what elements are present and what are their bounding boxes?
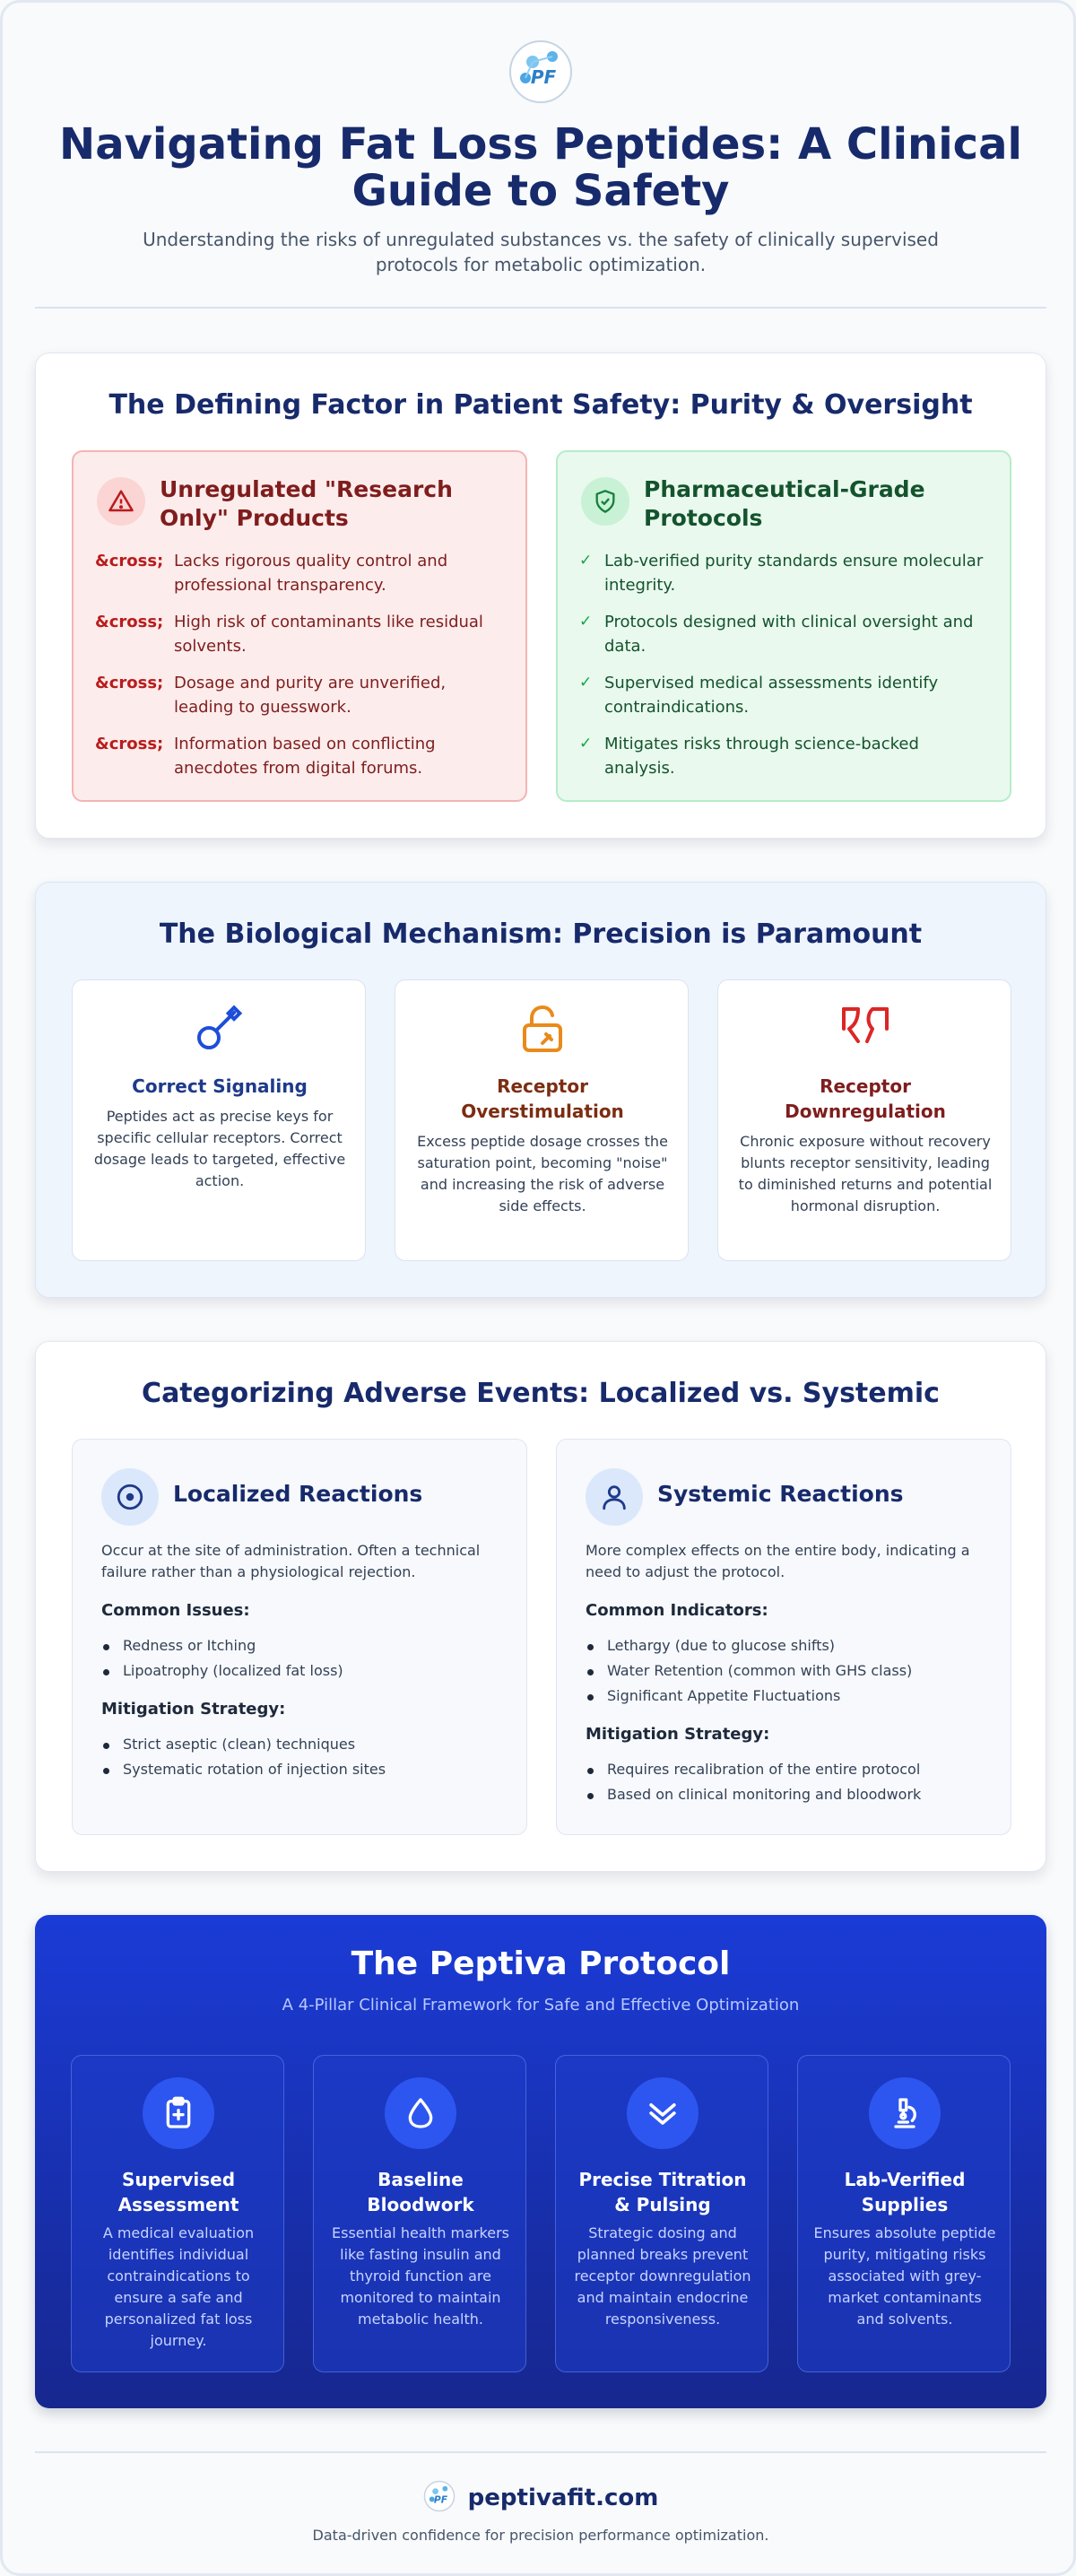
- mechanism-card-overstimulation: Receptor Overstimulation Excess peptide …: [395, 979, 689, 1261]
- brand-link[interactable]: peptivafit.com: [467, 2485, 659, 2511]
- adverse-section-title: Categorizing Adverse Events: Localized v…: [142, 1378, 940, 1409]
- list-item: Significant Appetite Fluctuations: [586, 1685, 989, 1710]
- mechanism-card-desc: Chronic exposure without recovery blunts…: [738, 1133, 993, 1214]
- check-mark: ✓: [579, 735, 593, 753]
- pharma-list: ✓Lab-verified purity standards ensure mo…: [579, 549, 992, 793]
- list-item: ✓Protocols designed with clinical oversi…: [579, 610, 992, 671]
- pillar-baseline-bloodwork: Baseline Bloodwork Essential health mark…: [313, 2055, 526, 2372]
- list-item: &cross;Dosage and purity are unverified,…: [95, 671, 508, 732]
- pillar-title: Precise Titration & Pulsing: [578, 2169, 747, 2215]
- systemic-title: Systemic Reactions: [657, 1481, 904, 1507]
- pillar-precise-titration: Precise Titration & Pulsing Strategic do…: [555, 2055, 768, 2372]
- localized-issues-heading: Common Issues:: [101, 1601, 250, 1620]
- list-item: &cross;High risk of contaminants like re…: [95, 610, 508, 671]
- person-icon: [586, 1468, 643, 1526]
- cross-mark: &cross;: [95, 552, 164, 570]
- peptivafit-logo-small: PF: [423, 2480, 456, 2516]
- pillar-title: Baseline Bloodwork: [367, 2169, 474, 2215]
- mechanism-section: The Biological Mechanism: Precision is P…: [35, 882, 1046, 1298]
- unlocked-lock-icon: [516, 1002, 569, 1056]
- mechanism-card-downregulation: Receptor Downregulation Chronic exposure…: [717, 979, 1011, 1261]
- mechanism-card-title: Receptor Downregulation: [785, 1075, 946, 1122]
- adverse-events-section: Categorizing Adverse Events: Localized v…: [35, 1341, 1046, 1872]
- double-chevron-down-icon: [627, 2077, 699, 2149]
- pharma-card: Pharmaceutical-Grade Protocols ✓Lab-veri…: [556, 450, 1011, 802]
- list-item: &cross;Information based on conflicting …: [95, 732, 508, 793]
- systemic-mitigation-list: Requires recalibration of the entire pro…: [586, 1759, 989, 1809]
- pillar-desc: Strategic dosing and planned breaks prev…: [574, 2224, 751, 2328]
- protocol-subtitle: A 4-Pillar Clinical Framework for Safe a…: [282, 1996, 800, 2015]
- target-icon: [101, 1468, 159, 1526]
- mechanism-card-desc: Peptides act as precise keys for specifi…: [93, 1108, 346, 1189]
- cross-mark: &cross;: [95, 674, 164, 692]
- broken-receptor-icon: [838, 1002, 892, 1056]
- list-item: Strict aseptic (clean) techniques: [101, 1734, 505, 1759]
- page-subtitle: Understanding the risks of unregulated s…: [143, 229, 939, 275]
- pillar-desc: Ensures absolute peptide purity, mitigat…: [813, 2224, 996, 2328]
- header-divider: [35, 307, 1046, 309]
- peptivafit-logo: PF: [508, 39, 574, 105]
- droplet-icon: [385, 2077, 456, 2149]
- check-mark: ✓: [579, 674, 593, 692]
- unregulated-title: Unregulated "Research Only" Products: [160, 476, 453, 531]
- clipboard-plus-icon: [143, 2077, 214, 2149]
- list-item: Water Retention (common with GHS class): [586, 1660, 989, 1685]
- localized-mitigation-list: Strict aseptic (clean) techniques System…: [101, 1734, 505, 1784]
- footer-divider: [35, 2451, 1046, 2453]
- list-item: ✓Supervised medical assessments identify…: [579, 671, 992, 732]
- unregulated-card: Unregulated "Research Only" Products &cr…: [72, 450, 527, 802]
- protocol-title: The Peptiva Protocol: [351, 1945, 731, 1982]
- mechanism-card-title: Receptor Overstimulation: [461, 1075, 624, 1122]
- list-item: &cross;Lacks rigorous quality control an…: [95, 549, 508, 610]
- peptiva-protocol-section: The Peptiva Protocol A 4-Pillar Clinical…: [35, 1915, 1046, 2408]
- microscope-icon: [869, 2077, 941, 2149]
- list-item: Lethargy (due to glucose shifts): [586, 1635, 989, 1660]
- svg-text:PF: PF: [434, 2493, 448, 2505]
- pillar-title: Lab-Verified Supplies: [844, 2169, 966, 2215]
- systemic-desc: More complex effects on the entire body,…: [586, 1542, 970, 1580]
- purity-section-title: The Defining Factor in Patient Safety: P…: [108, 389, 973, 421]
- localized-issues-list: Redness or Itching Lipoatrophy (localize…: [101, 1635, 505, 1685]
- localized-title: Localized Reactions: [173, 1481, 423, 1507]
- list-item: Requires recalibration of the entire pro…: [586, 1759, 989, 1784]
- localized-mitigation-heading: Mitigation Strategy:: [101, 1700, 286, 1719]
- purity-section: The Defining Factor in Patient Safety: P…: [35, 352, 1046, 839]
- mechanism-card-desc: Excess peptide dosage crosses the satura…: [417, 1133, 668, 1214]
- mechanism-card-title: Correct Signaling: [132, 1075, 308, 1097]
- cross-mark: &cross;: [95, 613, 164, 631]
- mechanism-card-signaling: Correct Signaling Peptides act as precis…: [72, 979, 366, 1261]
- systemic-indicators-list: Lethargy (due to glucose shifts) Water R…: [586, 1635, 989, 1710]
- list-item: ✓Mitigates risks through science-backed …: [579, 732, 992, 793]
- systemic-reactions-card: Systemic Reactions More complex effects …: [556, 1439, 1011, 1835]
- unregulated-list: &cross;Lacks rigorous quality control an…: [95, 549, 508, 793]
- svg-text:PF: PF: [531, 66, 557, 88]
- warning-triangle-icon: [97, 477, 145, 526]
- mechanism-section-title: The Biological Mechanism: Precision is P…: [159, 918, 923, 950]
- pillar-title: Supervised Assessment: [117, 2169, 239, 2215]
- check-mark: ✓: [579, 613, 593, 631]
- systemic-mitigation-heading: Mitigation Strategy:: [586, 1725, 770, 1744]
- shield-check-icon: [581, 477, 629, 526]
- pharma-title: Pharmaceutical-Grade Protocols: [644, 476, 925, 531]
- systemic-indicators-heading: Common Indicators:: [586, 1601, 768, 1620]
- list-item: ✓Lab-verified purity standards ensure mo…: [579, 549, 992, 610]
- footer-tagline: Data-driven confidence for precision per…: [312, 2527, 769, 2544]
- pillar-lab-verified: Lab-Verified Supplies Ensures absolute p…: [797, 2055, 1011, 2372]
- list-item: Systematic rotation of injection sites: [101, 1759, 505, 1784]
- pillar-supervised-assessment: Supervised Assessment A medical evaluati…: [71, 2055, 284, 2372]
- localized-reactions-card: Localized Reactions Occur at the site of…: [72, 1439, 527, 1835]
- cross-mark: &cross;: [95, 735, 164, 753]
- localized-desc: Occur at the site of administration. Oft…: [101, 1542, 481, 1580]
- pillar-desc: Essential health markers like fasting in…: [332, 2224, 509, 2328]
- list-item: Lipoatrophy (localized fat loss): [101, 1660, 505, 1685]
- page-title: Navigating Fat Loss Peptides: A Clinical…: [59, 119, 1022, 216]
- list-item: Redness or Itching: [101, 1635, 505, 1660]
- list-item: Based on clinical monitoring and bloodwo…: [586, 1784, 989, 1809]
- key-icon: [193, 1002, 247, 1056]
- header: PF Navigating Fat Loss Peptides: A Clini…: [3, 3, 1073, 312]
- pillar-desc: A medical evaluation identifies individu…: [102, 2224, 255, 2349]
- footer-brand: PF peptivafit.com: [3, 2480, 1073, 2516]
- check-mark: ✓: [579, 552, 593, 570]
